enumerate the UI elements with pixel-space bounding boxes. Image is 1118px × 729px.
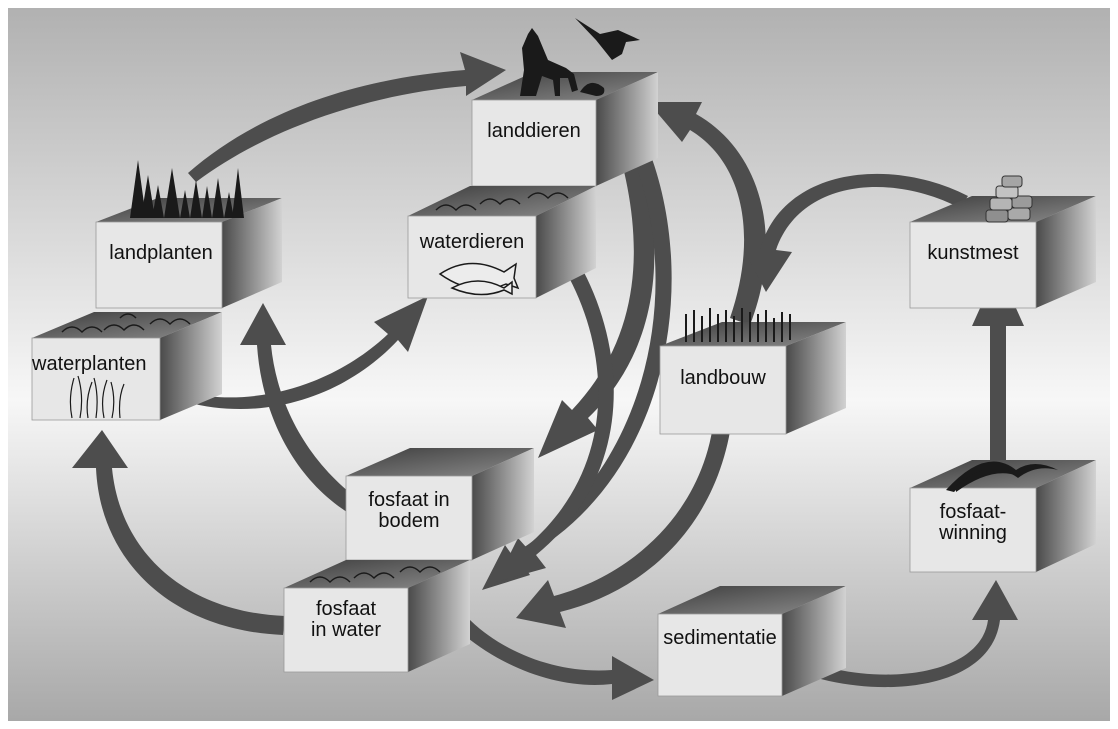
arrow-landbouw-water: [516, 408, 733, 628]
arrow-landbouw-landdieren: [648, 102, 766, 325]
wave-icon-waterplanten: [61, 313, 191, 334]
label-fosfaatwinning-line2: winning: [939, 522, 1007, 544]
fertilizer-sacks-icon: [985, 175, 1033, 223]
bird-icon: [575, 18, 640, 60]
deer-icon: [520, 28, 605, 96]
arrow-water-sedimentatie: [456, 620, 654, 700]
label-fosfaat-water-line1: fosfaat: [315, 598, 377, 620]
box-landdieren: [471, 72, 658, 187]
trees-icon: [130, 160, 244, 218]
label-fosfaat-bodem-line2: bodem: [378, 510, 440, 532]
label-fosfaatwinning-line1: fosfaat-: [939, 501, 1007, 523]
label-waterplanten: waterplanten: [32, 353, 147, 375]
label-sedimentatie: sedimentatie: [663, 627, 777, 649]
fish-icon: [438, 262, 520, 296]
label-fosfaat-bodem-line1: fosfaat in: [368, 489, 450, 511]
arrow-water-waterplanten: [72, 430, 285, 635]
label-fosfaatwinning: fosfaat- winning: [910, 502, 1036, 544]
box-fosfaat-bodem: [345, 448, 534, 561]
arrow-layer: [72, 52, 1024, 700]
label-fosfaat-bodem: fosfaat in bodem: [346, 490, 472, 532]
arrow-sedimentatie-winning: [780, 580, 1018, 688]
crops-icon: [685, 308, 791, 342]
box-sedimentatie: [657, 586, 846, 697]
illustrations: [69, 18, 1058, 492]
box-waterplanten: [31, 312, 222, 421]
box-landbouw: [659, 322, 846, 435]
wave-icon-fosfaat-water: [309, 566, 441, 584]
arrow-kunstmest-landbouw: [744, 173, 968, 292]
label-landdieren: landdieren: [487, 120, 581, 142]
label-fosfaat-water-line2: in water: [310, 619, 382, 641]
label-landbouw: landbouw: [680, 367, 766, 389]
box-fosfaatwinning: [909, 460, 1096, 573]
mining-hills-icon: [946, 461, 1058, 492]
label-kunstmest: kunstmest: [927, 242, 1019, 264]
wave-icon-waterdieren: [435, 192, 569, 212]
arrow-landdieren-bodem: [538, 115, 655, 458]
arrow-winning-kunstmest: [972, 268, 1024, 460]
label-landplanten: landplanten: [109, 242, 213, 264]
label-waterdieren: waterdieren: [419, 231, 525, 253]
wave-textures: [61, 192, 569, 584]
label-fosfaat-water: fosfaat in water: [284, 599, 408, 641]
arrow-bodem-landplanten: [240, 303, 382, 527]
water-plants-icon: [69, 375, 125, 419]
arrow-landplanten-landdieren: [188, 52, 506, 182]
